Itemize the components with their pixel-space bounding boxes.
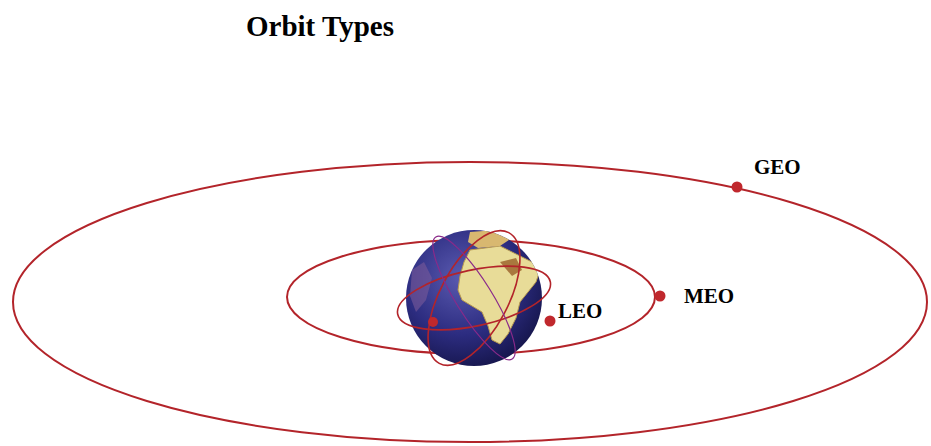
satellite-dot (655, 291, 666, 302)
leo-orbit (409, 217, 539, 380)
leo-orbit (392, 254, 556, 341)
satellite-dot (732, 182, 743, 193)
orbit-label: GEO (752, 156, 803, 179)
satellite-dot (428, 317, 438, 327)
orbit-label: MEO (682, 285, 736, 308)
orbit-label: LEO (556, 300, 604, 323)
diagram-title: Orbit Types (246, 10, 394, 43)
satellite-dot (545, 316, 556, 327)
earth-globe (406, 230, 542, 366)
leo-orbit (421, 227, 528, 368)
geo-orbit (13, 162, 927, 442)
